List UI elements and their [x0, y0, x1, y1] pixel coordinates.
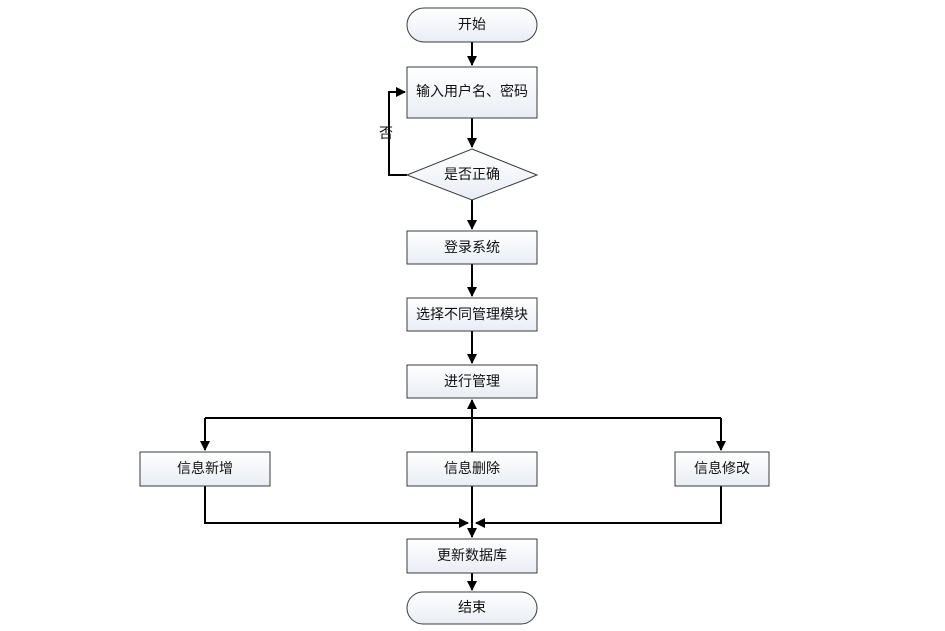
edge-add-merge — [204, 486, 469, 528]
node-end: 结束 — [406, 591, 538, 625]
node-end-label: 结束 — [458, 600, 486, 616]
node-check-label: 是否正确 — [444, 167, 500, 183]
node-manage: 进行管理 — [406, 364, 538, 399]
node-delete-label: 信息删除 — [444, 460, 500, 477]
node-select-label: 选择不同管理模块 — [416, 307, 528, 323]
edges — [200, 42, 726, 591]
edge-label-no: 否 — [379, 126, 393, 142]
node-modify-label: 信息修改 — [694, 460, 750, 477]
node-update: 更新数据库 — [406, 538, 538, 574]
node-delete: 信息删除 — [406, 451, 538, 487]
edge-modify-merge — [475, 486, 722, 528]
node-input-label: 输入用户名、密码 — [416, 83, 528, 100]
edge-check-no-loop — [388, 87, 407, 176]
node-input: 输入用户名、密码 — [406, 66, 538, 119]
node-select: 选择不同管理模块 — [406, 297, 538, 332]
node-add-label: 信息新增 — [177, 460, 233, 477]
node-add: 信息新增 — [139, 451, 271, 487]
node-start: 开始 — [406, 7, 538, 43]
node-manage-label: 进行管理 — [444, 374, 500, 390]
node-start-label: 开始 — [458, 17, 486, 33]
node-login-label: 登录系统 — [444, 240, 500, 256]
node-update-label: 更新数据库 — [437, 548, 507, 564]
node-login: 登录系统 — [406, 230, 538, 265]
node-modify: 信息修改 — [674, 451, 770, 487]
node-check: 是否正确 — [405, 148, 539, 201]
